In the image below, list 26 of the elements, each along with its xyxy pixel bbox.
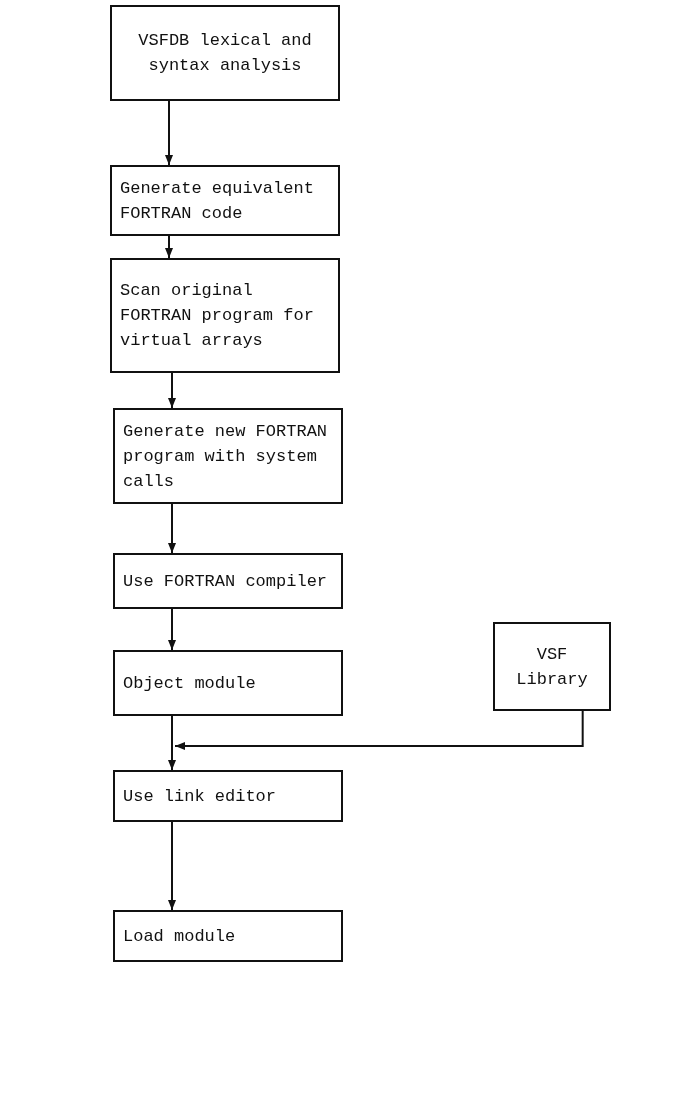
arrow	[168, 608, 176, 651]
process-box	[110, 165, 340, 236]
process-box	[113, 408, 343, 504]
arrow	[168, 715, 176, 771]
box-label: VSFDB lexical and syntax analysis	[137, 30, 313, 77]
box-label: VSF Library	[515, 643, 589, 691]
arrow	[168, 503, 176, 554]
arrow	[165, 100, 173, 166]
process-box	[113, 770, 343, 822]
box-label: Generate equivalent FORTRAN code	[120, 177, 315, 225]
arrow	[168, 821, 176, 911]
process-box	[113, 910, 343, 962]
box-label: Load module	[123, 925, 237, 948]
arrow	[165, 235, 173, 259]
arrow	[174, 710, 584, 750]
box-label: Generate new FORTRAN program with system calls	[123, 420, 329, 493]
arrow	[168, 372, 176, 409]
box-label: Object module	[123, 672, 257, 695]
process-box	[110, 5, 340, 101]
library-box	[493, 622, 611, 711]
process-box	[110, 258, 340, 373]
box-label: Use link editor	[123, 785, 278, 808]
process-box	[113, 650, 343, 716]
box-label: Scan original FORTRAN program for virtual arrays	[120, 280, 315, 352]
box-label: Use FORTRAN compiler	[123, 570, 329, 593]
process-box	[113, 553, 343, 609]
